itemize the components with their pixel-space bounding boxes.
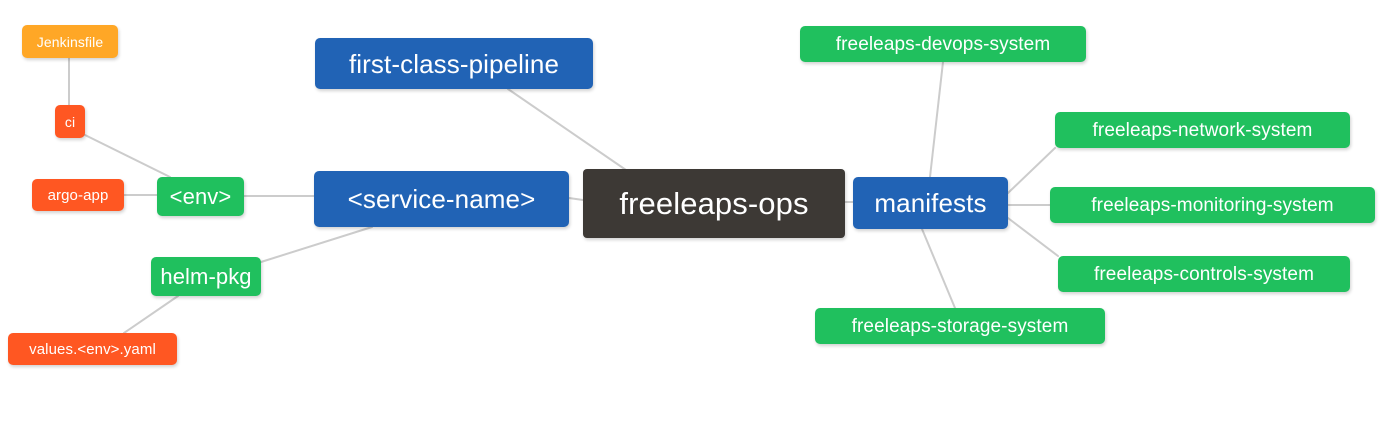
node-label: <env> <box>169 183 232 209</box>
edge-manifests-to-freeleaps-network-system <box>1007 147 1056 194</box>
node-label: first-class-pipeline <box>348 48 560 79</box>
node-label: manifests <box>874 188 987 218</box>
edge-helm-pkg-to-values-yaml <box>123 295 179 334</box>
node-service-name[interactable]: <service-name> <box>314 171 569 227</box>
node-label: freeleaps-monitoring-system <box>1091 194 1334 216</box>
node-label: freeleaps-controls-system <box>1093 263 1315 285</box>
node-argo-app[interactable]: argo-app <box>32 179 124 211</box>
node-freeleaps-controls-system[interactable]: freeleaps-controls-system <box>1058 256 1350 292</box>
edge-root-to-first-class-pipeline <box>507 88 627 171</box>
edge-manifests-to-freeleaps-controls-system <box>1007 217 1059 257</box>
node-env[interactable]: <env> <box>157 177 244 216</box>
node-freeleaps-storage-system[interactable]: freeleaps-storage-system <box>815 308 1105 344</box>
node-values-yaml[interactable]: values.<env>.yaml <box>8 333 177 365</box>
edge-env-to-ci <box>84 134 171 178</box>
node-helm-pkg[interactable]: helm-pkg <box>151 257 261 296</box>
node-manifests[interactable]: manifests <box>853 177 1008 229</box>
node-label: freeleaps-storage-system <box>851 315 1069 337</box>
node-label: values.<env>.yaml <box>29 340 156 358</box>
edge-service-name-to-helm-pkg <box>260 226 373 263</box>
node-freeleaps-monitoring-system[interactable]: freeleaps-monitoring-system <box>1050 187 1375 223</box>
node-label: freeleaps-ops <box>619 186 809 221</box>
node-first-class-pipeline[interactable]: first-class-pipeline <box>315 38 593 89</box>
node-label: freeleaps-devops-system <box>835 33 1051 55</box>
node-root[interactable]: freeleaps-ops <box>583 169 845 238</box>
edge-root-to-service-name <box>568 197 584 201</box>
node-jenkinsfile[interactable]: Jenkinsfile <box>22 25 118 58</box>
node-freeleaps-devops-system[interactable]: freeleaps-devops-system <box>800 26 1086 62</box>
node-freeleaps-network-system[interactable]: freeleaps-network-system <box>1055 112 1350 148</box>
node-label: <service-name> <box>347 184 536 214</box>
node-label: argo-app <box>47 186 109 204</box>
node-label: helm-pkg <box>160 263 252 289</box>
node-label: ci <box>64 113 76 130</box>
node-ci[interactable]: ci <box>55 105 85 138</box>
edge-manifests-to-freeleaps-devops-system <box>929 61 944 178</box>
node-label: freeleaps-network-system <box>1092 119 1313 141</box>
edge-manifests-to-freeleaps-storage-system <box>921 228 956 309</box>
node-label: Jenkinsfile <box>36 33 104 50</box>
